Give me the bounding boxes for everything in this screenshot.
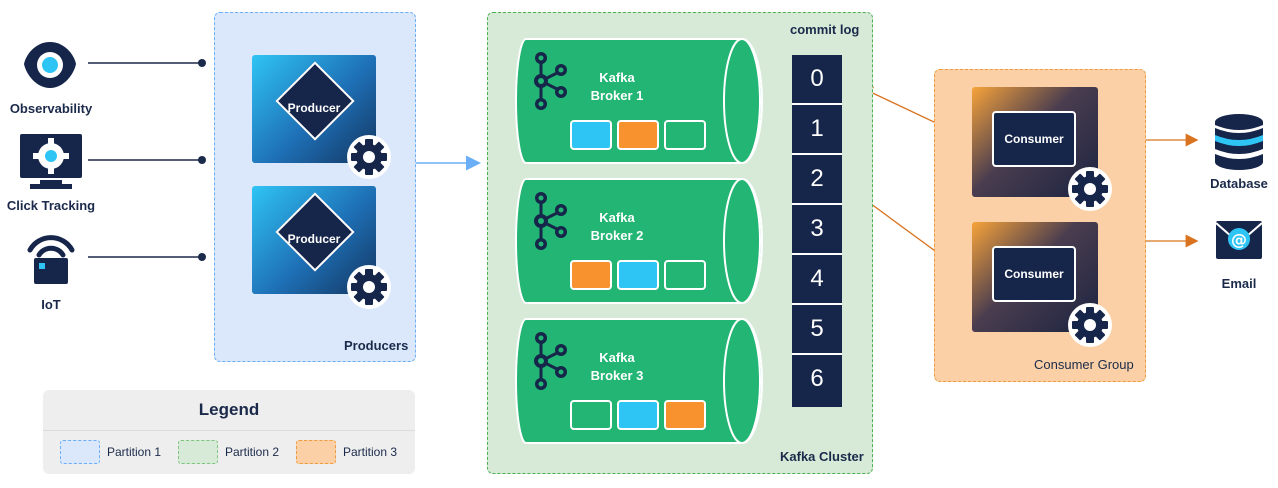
source-dot-click-tracking bbox=[198, 156, 206, 164]
partition-block-green bbox=[664, 120, 706, 150]
legend-swatch-partition2 bbox=[178, 440, 218, 464]
commit-log-offset: 5 bbox=[792, 305, 842, 355]
commit-log-label: commit log bbox=[790, 22, 860, 37]
commit-log-offset: 2 bbox=[792, 155, 842, 205]
source-dot-observability bbox=[198, 59, 206, 67]
kafka-logo-icon bbox=[534, 332, 567, 390]
broker-label-line1: Kafka bbox=[599, 350, 635, 365]
gear-icon bbox=[347, 135, 391, 179]
partition-block-cyan bbox=[570, 120, 612, 150]
legend-label: Partition 2 bbox=[225, 445, 280, 459]
legend-swatch-partition3 bbox=[296, 440, 336, 464]
gear-icon bbox=[1068, 303, 1112, 347]
consumer-label: Consumer bbox=[992, 246, 1076, 302]
commit-log-offset: 1 bbox=[792, 105, 842, 155]
sink-label-database: Database bbox=[1210, 176, 1268, 191]
broker-label-line2: Broker 3 bbox=[590, 368, 644, 383]
partition-block-orange bbox=[570, 260, 612, 290]
partition-block-green bbox=[570, 400, 612, 430]
gear-icon bbox=[1068, 167, 1112, 211]
source-label-observability: Observability bbox=[9, 101, 93, 116]
commit-log-offset: 3 bbox=[792, 205, 842, 255]
kafka-cluster-zone-label: Kafka Cluster bbox=[780, 449, 864, 464]
source-label-click-tracking: Click Tracking bbox=[6, 198, 96, 213]
partition-block-green bbox=[664, 260, 706, 290]
source-dot-iot bbox=[198, 253, 206, 261]
producer-label: Producer bbox=[287, 101, 341, 115]
legend-divider bbox=[43, 430, 415, 431]
wifi-device-icon bbox=[27, 235, 75, 284]
kafka-logo-icon bbox=[534, 52, 567, 110]
sink-label-email: Email bbox=[1221, 276, 1257, 291]
email-icon: @ bbox=[1216, 221, 1262, 259]
commit-log-offset: 0 bbox=[792, 55, 842, 105]
partition-block-orange bbox=[664, 400, 706, 430]
database-icon bbox=[1215, 114, 1263, 170]
broker-label-line1: Kafka bbox=[599, 70, 635, 85]
consumer-group-zone-label: Consumer Group bbox=[1034, 357, 1134, 372]
legend-title: Legend bbox=[198, 400, 260, 419]
source-label-iot: IoT bbox=[41, 297, 61, 312]
monitor-gear-icon bbox=[20, 134, 82, 189]
broker-label-line1: Kafka bbox=[599, 210, 635, 225]
kafka-logo-icon bbox=[534, 192, 567, 250]
legend-label: Partition 1 bbox=[107, 445, 162, 459]
eye-icon bbox=[24, 42, 76, 88]
legend-swatch-partition1 bbox=[60, 440, 100, 464]
gear-icon bbox=[347, 265, 391, 309]
partition-block-cyan bbox=[617, 260, 659, 290]
svg-text:@: @ bbox=[1231, 230, 1247, 249]
partition-block-cyan bbox=[617, 400, 659, 430]
legend bbox=[43, 390, 415, 474]
legend-label: Partition 3 bbox=[343, 445, 398, 459]
consumer-label: Consumer bbox=[992, 111, 1076, 167]
commit-log-offset: 6 bbox=[810, 365, 824, 392]
broker-label-line2: Broker 2 bbox=[590, 228, 644, 243]
commit-log-offset: 4 bbox=[792, 255, 842, 305]
partition-block-orange bbox=[617, 120, 659, 150]
producers-zone-label: Producers bbox=[344, 338, 409, 353]
broker-label-line2: Broker 1 bbox=[590, 88, 644, 103]
producer-label: Producer bbox=[287, 232, 341, 246]
